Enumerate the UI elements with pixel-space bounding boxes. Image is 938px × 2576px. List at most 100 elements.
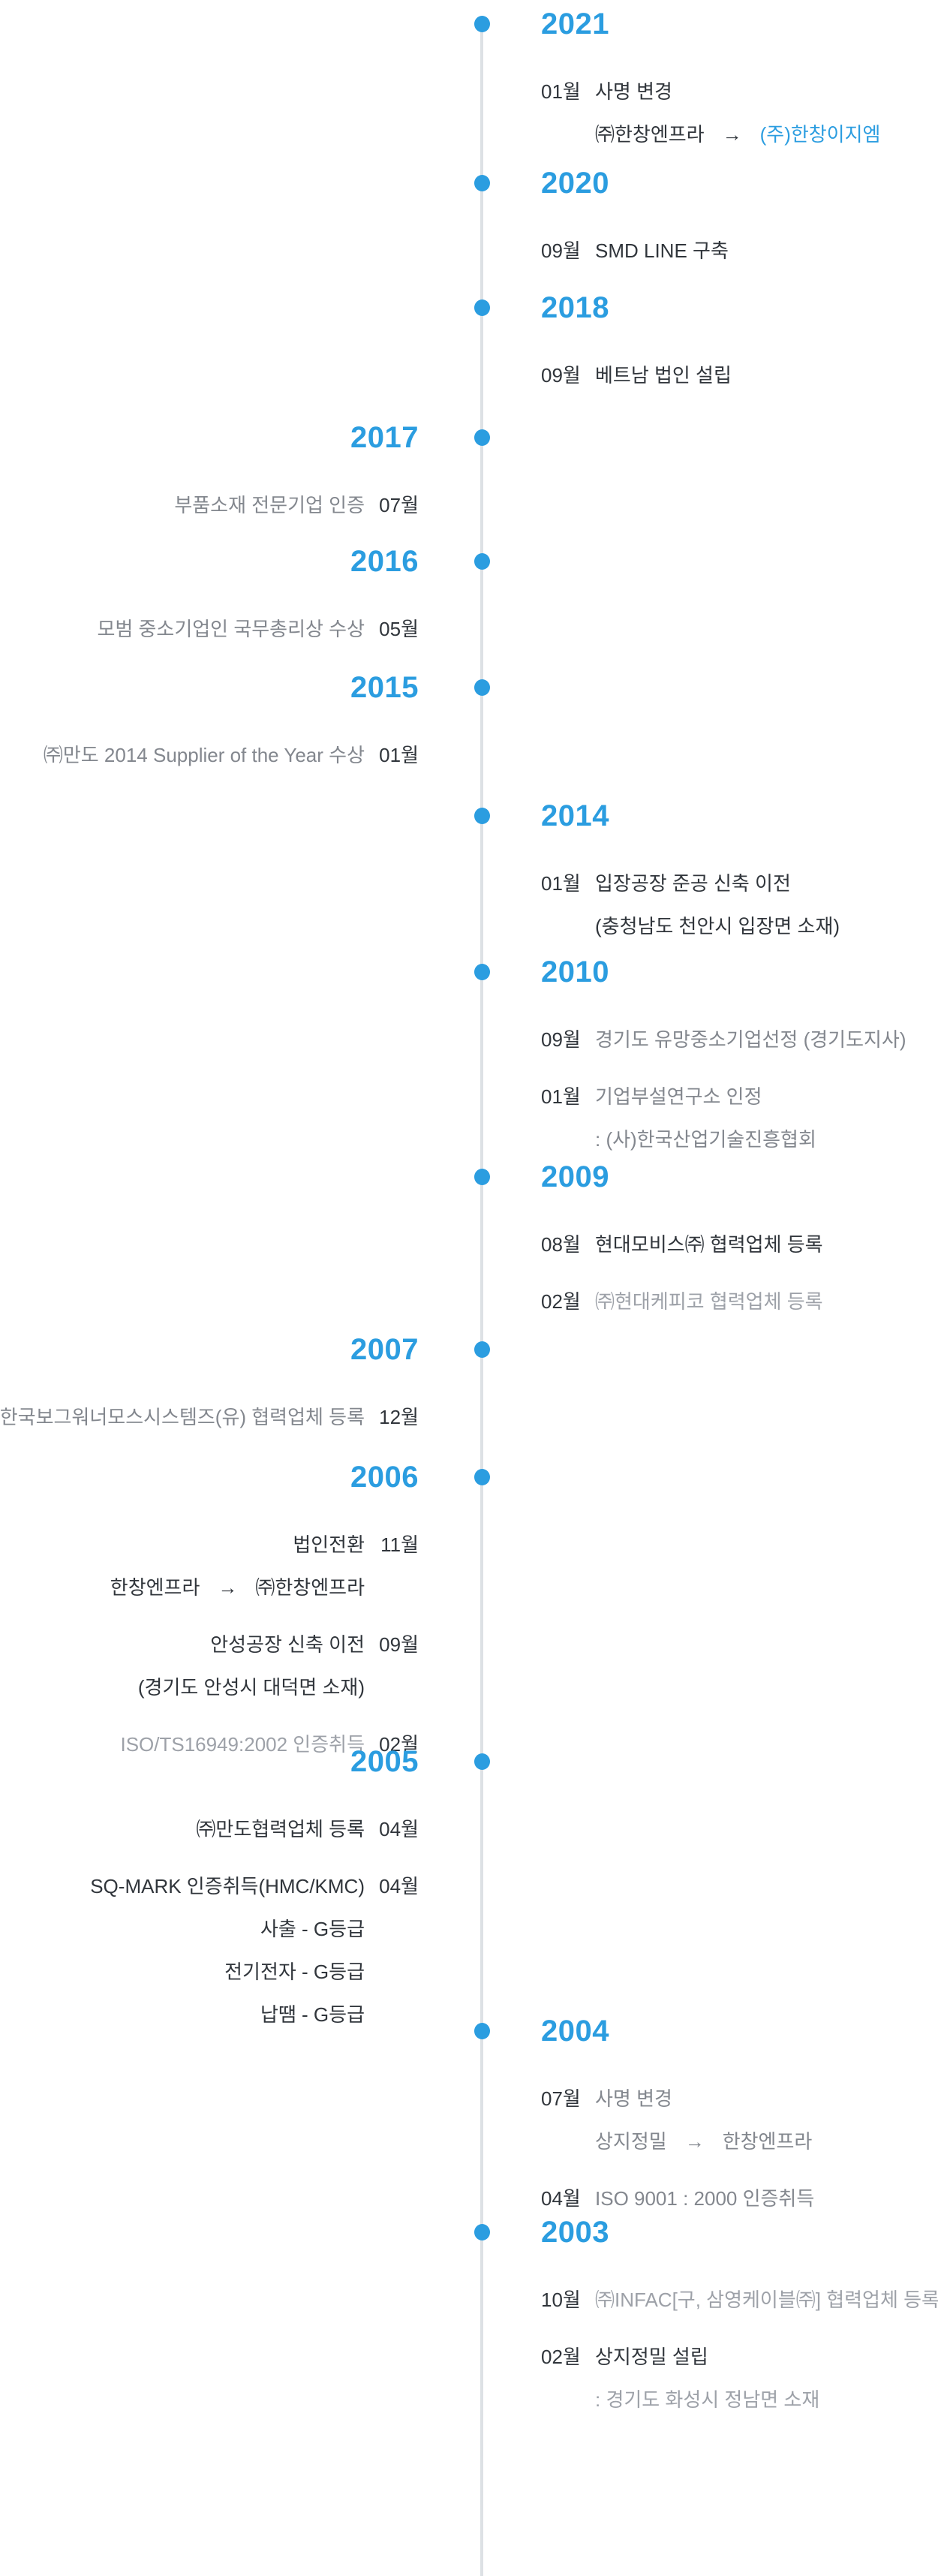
event-description: 한국보그워너모스시스템즈(유) 협력업체 등록 — [0, 1396, 365, 1439]
timeline-entry-2020: 2020 09월 SMD LINE 구축 — [541, 167, 938, 272]
event-description: 경기도 유망중소기업선정 (경기도지사) — [595, 1019, 906, 1061]
month-label: 07월 — [541, 2087, 581, 2110]
event-text: ㈜한창엔프라 — [255, 1576, 365, 1599]
event-text: 입장공장 준공 신축 이전 — [595, 872, 791, 895]
arrow-icon: → — [684, 2130, 705, 2153]
month-label: 02월 — [541, 2346, 581, 2368]
event-row: 04월㈜만도협력업체 등록 — [0, 1808, 419, 1851]
event-text-line: : 경기도 화성시 정남면 소재 — [595, 2379, 819, 2421]
event-description: ㈜INFAC[구, 삼영케이블㈜] 협력업체 등록 — [595, 2279, 938, 2322]
timeline-dot-2017 — [474, 429, 490, 446]
event-description: 베트남 법인 설립 — [595, 354, 732, 397]
event-text-line: 사명 변경 — [595, 2078, 812, 2120]
event-text-line: ISO 9001 : 2000 인증취득 — [595, 2177, 814, 2220]
month-label: 09월 — [541, 239, 581, 262]
month-label: 07월 — [379, 494, 419, 516]
event-text-line: 상지정밀→한창엔프라 — [595, 2120, 812, 2163]
event-text: SMD LINE 구축 — [595, 239, 729, 262]
event-text-line: (충청남도 천안시 입장면 소재) — [595, 905, 840, 948]
event-text: 사출 - G등급 — [260, 1918, 365, 1940]
event-description: SMD LINE 구축 — [595, 230, 729, 272]
event-row: 01월㈜만도 2014 Supplier of the Year 수상 — [0, 734, 419, 777]
event-text-line: 안성공장 신축 이전 — [138, 1624, 365, 1666]
timeline-dot-2010 — [474, 964, 490, 980]
event-text: 안성공장 신축 이전 — [210, 1633, 365, 1656]
event-text: ISO/TS16949:2002 인증취득 — [120, 1733, 365, 1756]
event-text-line: 사명 변경 — [595, 71, 880, 113]
entry-rows: 09월 SMD LINE 구축 — [541, 230, 938, 272]
event-description: 안성공장 신축 이전 (경기도 안성시 대덕면 소재) — [138, 1624, 365, 1709]
event-description: 입장공장 준공 신축 이전 (충청남도 천안시 입장면 소재) — [595, 862, 840, 948]
year-label: 2021 — [541, 8, 609, 41]
month-label: 12월 — [379, 1406, 419, 1428]
timeline-dot-2014 — [474, 808, 490, 824]
event-text-line: 베트남 법인 설립 — [595, 354, 732, 397]
month-label: 09월 — [379, 1633, 419, 1656]
event-text: ㈜만도 2014 Supplier of the Year 수상 — [43, 744, 365, 766]
timeline-dot-2009 — [474, 1169, 490, 1185]
event-text-line: ISO/TS16949:2002 인증취득 — [120, 1723, 365, 1766]
event-row: 02월 ISO/TS16949:2002 인증취득 — [0, 1723, 419, 1766]
event-description: 사명 변경㈜한창엔프라→(주)한창이지엠 — [595, 71, 880, 156]
event-text-line: 한국보그워너모스시스템즈(유) 협력업체 등록 — [0, 1396, 365, 1439]
timeline-dot-2015 — [474, 679, 490, 696]
event-text: : (사)한국산업기술진흥협회 — [595, 1128, 816, 1151]
event-text-line: ㈜만도 2014 Supplier of the Year 수상 — [44, 734, 365, 777]
timeline-dot-2003 — [474, 2224, 490, 2240]
year-label: 2005 — [350, 1745, 419, 1778]
entry-rows: 12월 한국보그워너모스시스템즈(유) 협력업체 등록 — [0, 1396, 419, 1439]
event-text: ㈜INFAC[구, 삼영케이블㈜] 협력업체 등록 — [595, 2289, 938, 2311]
event-text: ㈜한창엔프라 — [595, 123, 705, 146]
timeline-vertical-line — [480, 24, 483, 2576]
year-label: 2006 — [350, 1461, 419, 1494]
event-text: (경기도 안성시 대덕면 소재) — [137, 1676, 365, 1699]
month-label: 02월 — [541, 1290, 581, 1313]
event-text-line: SQ-MARK 인증취득(HMC/KMC) — [90, 1865, 365, 1908]
month-label: 11월 — [380, 1533, 419, 1556]
month-label: 02월 — [379, 1733, 419, 1756]
year-label: 2016 — [350, 545, 419, 578]
event-text: ISO 9001 : 2000 인증취득 — [595, 2187, 815, 2210]
entry-rows: 01월㈜만도 2014 Supplier of the Year 수상 — [0, 734, 419, 777]
event-row: 12월 한국보그워너모스시스템즈(유) 협력업체 등록 — [0, 1396, 419, 1439]
year-label: 2007 — [350, 1333, 419, 1366]
event-text-line: 경기도 유망중소기업선정 (경기도지사) — [595, 1019, 906, 1061]
event-text-line: 모범 중소기업인 국무총리상 수상 — [97, 608, 365, 651]
year-label: 2018 — [541, 291, 609, 324]
event-description: 부품소재 전문기업 인증 — [174, 484, 365, 527]
event-text: ㈜현대케피코 협력업체 등록 — [595, 1290, 823, 1313]
year-label: 2014 — [541, 799, 609, 832]
year-label: 2010 — [541, 955, 609, 989]
event-text-line: ㈜한창엔프라→(주)한창이지엠 — [595, 113, 880, 156]
arrow-icon: → — [722, 123, 742, 146]
event-row: 09월 안성공장 신축 이전 (경기도 안성시 대덕면 소재) — [0, 1624, 419, 1709]
event-text: 전기전자 - G등급 — [224, 1961, 365, 1983]
year-label: 2020 — [541, 167, 609, 200]
month-label: 08월 — [541, 1233, 581, 1256]
event-text: : 경기도 화성시 정남면 소재 — [595, 2388, 820, 2411]
event-text-line: 한창엔프라→㈜한창엔프라 — [110, 1566, 365, 1609]
year-label: 2004 — [541, 2015, 609, 2048]
event-text-line: 부품소재 전문기업 인증 — [174, 484, 365, 527]
event-text-line: : (사)한국산업기술진흥협회 — [595, 1118, 816, 1161]
event-text-line: 법인전환 — [110, 1524, 365, 1566]
